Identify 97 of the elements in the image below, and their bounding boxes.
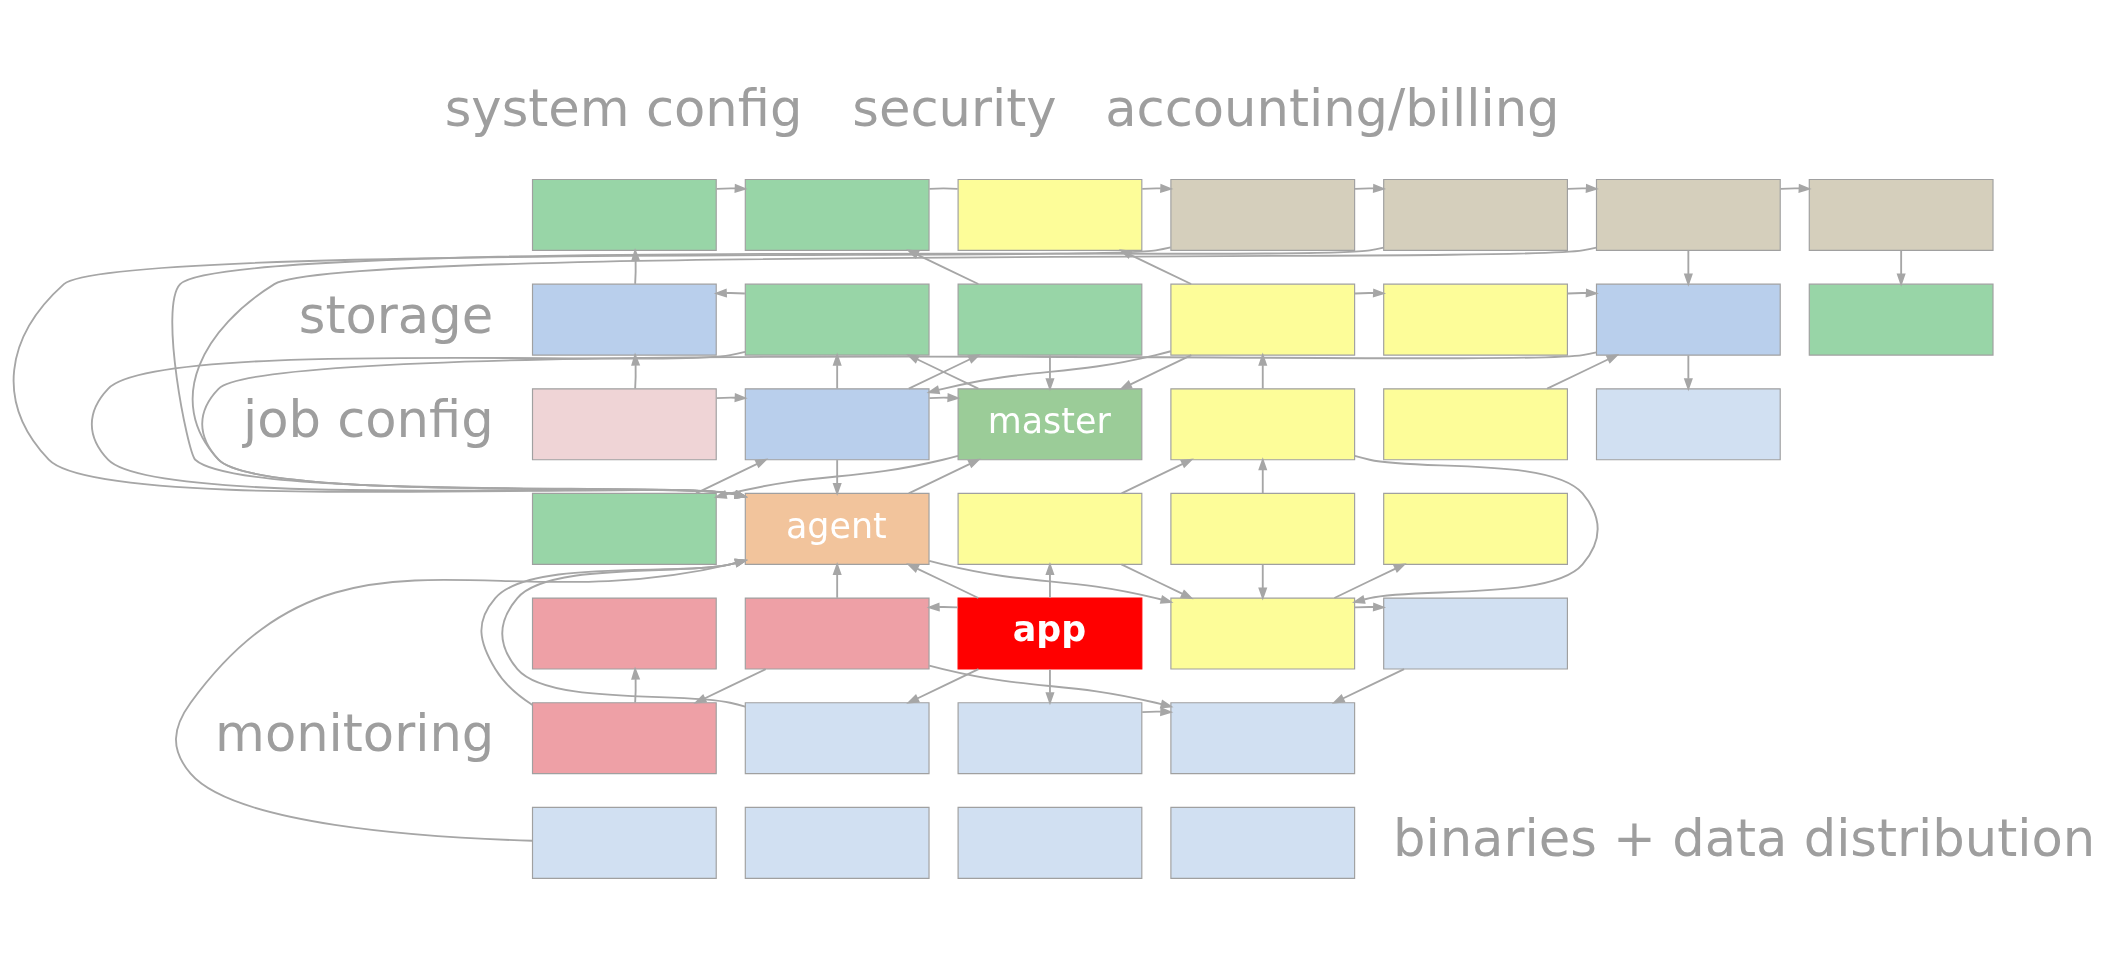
arrow bbox=[1333, 562, 1407, 599]
node-box bbox=[957, 492, 1143, 565]
node-box bbox=[1383, 492, 1568, 565]
label: storage bbox=[298, 285, 494, 345]
node-box bbox=[531, 597, 717, 670]
arrow bbox=[695, 458, 769, 494]
arrow bbox=[1258, 563, 1268, 601]
label: accounting/billing bbox=[1105, 78, 1560, 138]
arrow bbox=[1119, 353, 1193, 390]
arrow bbox=[928, 664, 1174, 708]
node-box bbox=[1383, 387, 1568, 460]
arrow bbox=[1683, 354, 1693, 391]
arrow bbox=[926, 349, 1172, 394]
node-box bbox=[1383, 178, 1568, 251]
node-box: agent bbox=[744, 492, 930, 565]
arrow bbox=[1683, 249, 1693, 287]
arrow bbox=[1779, 183, 1812, 193]
arrow bbox=[928, 392, 961, 402]
label: security bbox=[852, 78, 1057, 138]
arrow bbox=[1351, 454, 1599, 604]
arrow bbox=[1045, 561, 1055, 599]
arrow bbox=[906, 667, 980, 704]
node-box bbox=[744, 178, 930, 251]
label: binaries + data distribution bbox=[1392, 808, 2096, 868]
node-box bbox=[531, 178, 717, 251]
arrow bbox=[926, 601, 959, 612]
arrow bbox=[906, 562, 980, 599]
arrow bbox=[1141, 183, 1174, 193]
node-box bbox=[744, 283, 930, 356]
arrow bbox=[713, 454, 959, 499]
node-box bbox=[744, 701, 930, 774]
label: monitoring bbox=[215, 703, 495, 763]
arrow bbox=[631, 666, 641, 703]
arrow bbox=[832, 352, 842, 389]
arrow bbox=[1566, 183, 1599, 193]
arrow bbox=[1354, 601, 1387, 612]
arrow bbox=[1566, 287, 1599, 298]
arrow bbox=[715, 392, 748, 402]
node-box: master bbox=[957, 387, 1143, 460]
node-box: app bbox=[957, 597, 1143, 670]
arrow bbox=[1896, 249, 1906, 287]
node-box bbox=[531, 701, 717, 774]
arrow bbox=[832, 458, 842, 496]
arrow bbox=[715, 183, 748, 193]
node-box bbox=[1808, 283, 1994, 356]
node-box bbox=[531, 806, 717, 879]
arrow bbox=[1354, 183, 1387, 193]
node-box bbox=[1808, 178, 1994, 251]
arrow bbox=[1045, 354, 1055, 391]
arrow bbox=[201, 350, 1598, 499]
node-box bbox=[531, 387, 717, 460]
arrow bbox=[832, 561, 842, 599]
node-box bbox=[957, 701, 1143, 774]
arrow bbox=[175, 558, 748, 842]
node-box bbox=[1170, 387, 1356, 460]
node-box bbox=[1170, 492, 1356, 565]
arrow bbox=[1141, 706, 1174, 716]
arrow bbox=[1258, 456, 1268, 494]
node-box bbox=[1595, 387, 1781, 460]
arrow bbox=[928, 559, 1174, 604]
arrow bbox=[90, 350, 748, 499]
node-box bbox=[957, 283, 1143, 356]
node-box bbox=[1170, 701, 1356, 774]
node-box bbox=[1595, 178, 1781, 251]
node-box bbox=[1383, 597, 1568, 670]
node-box bbox=[1170, 178, 1356, 251]
node-box bbox=[531, 492, 717, 565]
arrow bbox=[1120, 563, 1194, 599]
arrow bbox=[1045, 667, 1055, 705]
arrow bbox=[713, 287, 746, 298]
arrow bbox=[191, 246, 1598, 499]
arrow bbox=[12, 246, 1172, 499]
arrow bbox=[1118, 248, 1193, 285]
node-box bbox=[744, 597, 930, 670]
label: job config bbox=[242, 389, 494, 449]
arrow bbox=[1120, 458, 1194, 494]
arrow bbox=[907, 458, 982, 494]
arrow bbox=[1331, 667, 1406, 704]
node-box bbox=[957, 178, 1143, 251]
node-box bbox=[531, 283, 717, 356]
arrow bbox=[1354, 287, 1387, 298]
node-box bbox=[1170, 806, 1356, 879]
node-box bbox=[1170, 597, 1356, 670]
label: system config bbox=[444, 78, 803, 138]
arrow bbox=[631, 247, 641, 285]
arrow bbox=[631, 352, 641, 389]
node-box bbox=[1595, 283, 1781, 356]
arrow bbox=[906, 248, 980, 285]
node-box bbox=[744, 806, 930, 879]
arrow bbox=[171, 246, 1385, 499]
node-box bbox=[744, 387, 930, 460]
connector bbox=[928, 186, 959, 190]
node-box bbox=[1170, 283, 1356, 356]
arrow bbox=[1258, 352, 1268, 389]
node-box bbox=[1383, 283, 1568, 356]
arrow bbox=[1546, 353, 1620, 390]
node-box bbox=[957, 806, 1143, 879]
